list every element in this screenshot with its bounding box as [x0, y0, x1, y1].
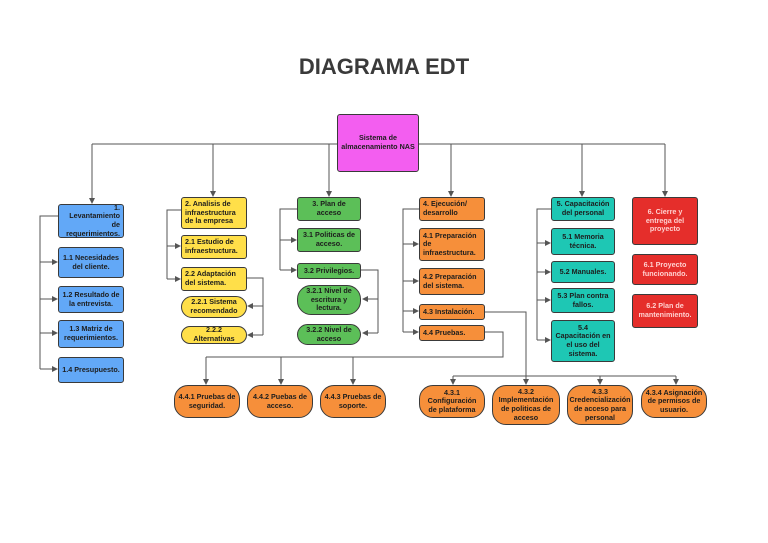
item-5-3: 5.3 Plan contra fallos. [551, 288, 615, 313]
item-5-4: 5.4 Capacitación en el uso del sistema. [551, 320, 615, 362]
branch-4-head: 4. Ejecución/ desarrollo [419, 197, 485, 221]
item-5-1: 5.1 Memoria técnica. [551, 228, 615, 255]
item-3-2-2: 3.2.2 Nivel de acceso [297, 324, 361, 345]
diagram-title: DIAGRAMA EDT [298, 54, 470, 79]
branch-3-head: 3. Plan de acceso [297, 197, 361, 221]
item-2-2: 2.2 Adaptación del sistema. [181, 267, 247, 291]
item-6-2: 6.2 Plan de mantenimiento. [632, 294, 698, 328]
item-4-3-1: 4.3.1 Configuración de plataforma [419, 385, 485, 418]
item-1-1: 1.1 Necesidades del cliente. [58, 247, 124, 278]
item-3-2-1: 3.2.1 Nivel de escritura y lectura. [297, 285, 361, 315]
item-1-4: 1.4 Presupuesto. [58, 357, 124, 383]
item-4-3: 4.3 Instalación. [419, 304, 485, 320]
item-4-4-1: 4.4.1 Pruebas de seguridad. [174, 385, 240, 418]
branch-1-head: 1. Levantamiento de requerimientos. [58, 203, 124, 238]
item-4-4: 4.4 Pruebas. [419, 325, 485, 341]
item-4-4-2: 4.4.2 Puebas de acceso. [247, 385, 313, 418]
item-2-2-2: 2.2.2 Alternativas [181, 326, 247, 344]
branch-6-head: 6. Cierre y entrega del proyecto [632, 197, 698, 245]
item-1-2: 1.2 Resultado de la entrevista. [58, 286, 124, 313]
item-4-3-4: 4.3.4 Asignación de permisos de usuario. [641, 385, 707, 418]
root-node: Sistema de almacenamiento NAS [337, 114, 419, 172]
item-3-2: 3.2 Privilegios. [297, 263, 361, 279]
item-4-2: 4.2 Preparación del sistema. [419, 268, 485, 295]
item-2-1: 2.1 Estudio de infraestructura. [181, 235, 247, 259]
item-6-1: 6.1 Proyecto funcionando. [632, 254, 698, 285]
item-1-3: 1.3 Matriz de requerimientos. [58, 320, 124, 348]
item-4-4-3: 4.4.3 Pruebas de soporte. [320, 385, 386, 418]
item-4-3-2: 4.3.2 Implementación de politicas de acc… [492, 385, 560, 425]
item-4-3-3: 4.3.3 Credencialización de acceso para p… [567, 385, 633, 425]
item-2-2-1: 2.2.1 Sistema recomendado [181, 296, 247, 318]
item-3-1: 3.1 Politicas de acceso. [297, 228, 361, 252]
branch-2-head: 2. Analisis de infraestructura de la emp… [181, 197, 247, 229]
item-4-1: 4.1 Preparación de infraestructura. [419, 228, 485, 261]
item-5-2: 5.2 Manuales. [551, 261, 615, 283]
branch-5-head: 5. Capacitación del personal [551, 197, 615, 221]
